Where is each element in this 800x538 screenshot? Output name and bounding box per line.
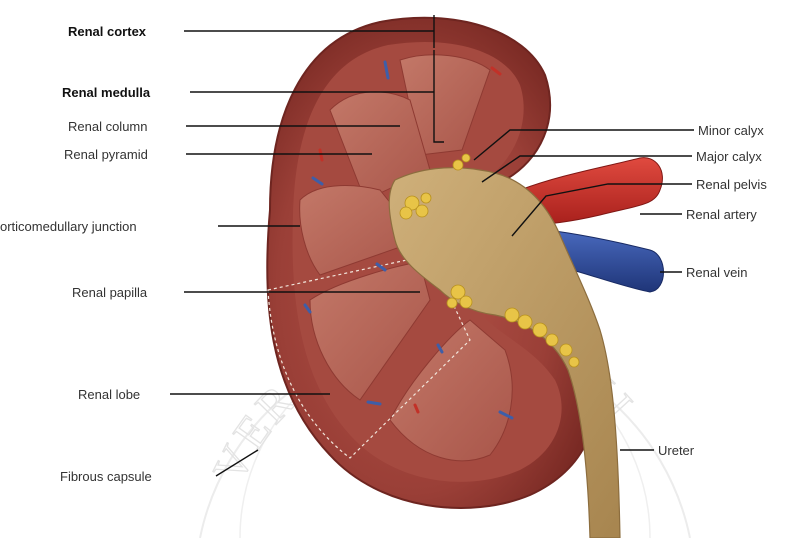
label-minor-calyx: Minor calyx [698, 123, 764, 138]
label-renal-cortex: Renal cortex [68, 24, 147, 39]
label-renal-artery: Renal artery [686, 207, 757, 222]
label-major-calyx: Major calyx [696, 149, 762, 164]
label-renal-papilla: Renal papilla [72, 285, 148, 300]
label-ureter: Ureter [658, 443, 695, 458]
label-renal-pyramid: Renal pyramid [64, 147, 148, 162]
label-renal-column: Renal column [68, 119, 148, 134]
label-renal-vein: Renal vein [686, 265, 747, 280]
label-fibrous-capsule: Fibrous capsule [60, 469, 152, 484]
label-renal-lobe: Renal lobe [78, 387, 140, 402]
label-corticomedullary-junction: orticomedullary junction [0, 219, 137, 234]
label-renal-medulla: Renal medulla [62, 85, 151, 100]
label-renal-pelvis: Renal pelvis [696, 177, 767, 192]
